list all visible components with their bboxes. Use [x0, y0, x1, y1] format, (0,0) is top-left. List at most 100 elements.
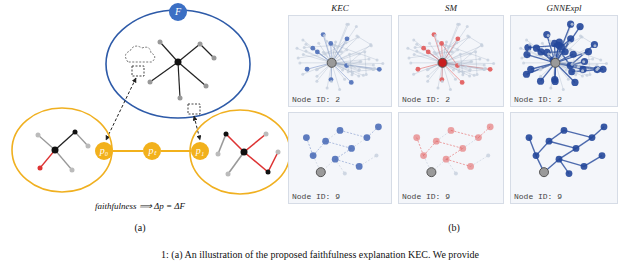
graph-node — [415, 43, 418, 46]
graph-node — [301, 73, 304, 76]
graph-node — [605, 62, 608, 65]
graph-node — [569, 48, 572, 51]
graph-node — [567, 21, 574, 28]
graph-node — [533, 152, 540, 159]
graph-node — [406, 47, 409, 50]
graph-node — [562, 48, 569, 55]
graph-node — [340, 50, 343, 53]
graph-edge — [564, 130, 592, 137]
graph-node — [481, 44, 484, 47]
transition-line — [113, 150, 143, 152]
graph-illustration — [398, 112, 504, 204]
input-graph — [36, 130, 91, 173]
graph-node — [322, 138, 329, 145]
graph-node — [566, 170, 573, 177]
graph-node — [439, 41, 444, 46]
target-node — [438, 58, 447, 67]
graph-edge — [555, 63, 598, 68]
cloud-symbol — [125, 46, 154, 62]
node-id-label: Node ID: 2 — [402, 95, 450, 104]
graph-edge — [436, 141, 462, 148]
graph-edge — [443, 63, 486, 68]
graph-node — [341, 68, 344, 71]
explanation-panel: GNNExplNode ID: 2 — [510, 15, 618, 107]
explanation-panel: Node ID: 9 — [510, 112, 618, 204]
graph-node — [567, 78, 570, 81]
graph-node — [349, 80, 354, 85]
variable-label: p₁ — [196, 146, 204, 156]
graph-node — [329, 77, 334, 82]
figure-caption: 1: (a) An illustration of the proposed f… — [161, 249, 479, 260]
graph-node — [372, 64, 375, 67]
graph-node — [591, 41, 598, 48]
graph-node — [599, 152, 606, 159]
graph-illustration — [288, 15, 392, 107]
graph-node — [409, 61, 412, 64]
graph-node — [555, 42, 562, 49]
graph-node — [363, 50, 366, 53]
graph-node — [577, 65, 580, 68]
graph-node — [376, 58, 379, 61]
graph-node — [462, 71, 465, 74]
explanation-panel: KECNode ID: 2 — [288, 15, 392, 107]
graph-node — [523, 71, 530, 78]
graph-node — [458, 70, 461, 73]
graph-node — [338, 88, 341, 91]
graph-node — [549, 86, 552, 89]
method-title: SM — [399, 3, 503, 13]
graph-node — [356, 163, 363, 170]
graph-illustration — [398, 15, 504, 107]
graph-node — [302, 53, 305, 56]
graph-node — [413, 53, 416, 56]
graph-edge — [414, 40, 443, 63]
graph-node — [469, 60, 472, 63]
graph-node — [468, 75, 471, 78]
input-ellipse — [12, 108, 112, 192]
graph-node — [473, 74, 476, 77]
graph-edge — [446, 159, 471, 166]
graph-node — [596, 64, 599, 67]
graph-node — [488, 67, 493, 72]
graph-node — [547, 52, 550, 55]
graph-node — [317, 42, 320, 45]
graph-node — [362, 74, 365, 77]
graph-node — [537, 78, 544, 85]
variable-circle: p₀ — [95, 142, 113, 160]
graph-node — [484, 67, 487, 70]
graph-node — [337, 127, 344, 134]
panel-ground — [398, 15, 504, 107]
graph-node — [533, 45, 540, 52]
graph-node — [373, 67, 376, 70]
graph-node — [581, 69, 584, 72]
graph-node — [426, 49, 431, 54]
graph-edge — [340, 130, 367, 137]
graph-node — [357, 69, 360, 72]
graph-node — [367, 58, 370, 61]
graph-node — [519, 47, 522, 50]
graph-node — [359, 60, 362, 63]
graph-edge — [332, 24, 349, 63]
panel-ground — [510, 15, 618, 107]
graph-node — [526, 134, 533, 141]
graph-node — [567, 62, 574, 69]
transition-line — [161, 150, 191, 152]
graph-node — [326, 86, 329, 89]
graph-node — [330, 80, 333, 83]
target-node — [540, 168, 549, 177]
graph-node — [445, 41, 448, 44]
graph-node — [552, 78, 559, 85]
graph-node — [597, 67, 600, 70]
graph-node — [539, 68, 542, 71]
explanation-panel: Node ID: 9 — [398, 112, 504, 204]
graph-node — [565, 68, 568, 71]
graph-node — [345, 48, 348, 51]
graph-node — [377, 67, 382, 72]
graph-node — [381, 62, 384, 65]
graph-node — [310, 46, 315, 51]
graph-edge — [443, 37, 470, 63]
graph-node — [467, 163, 474, 170]
graph-node — [528, 49, 531, 52]
graph-edge — [332, 37, 359, 63]
graph-node — [468, 69, 471, 72]
graph-node — [562, 88, 565, 91]
